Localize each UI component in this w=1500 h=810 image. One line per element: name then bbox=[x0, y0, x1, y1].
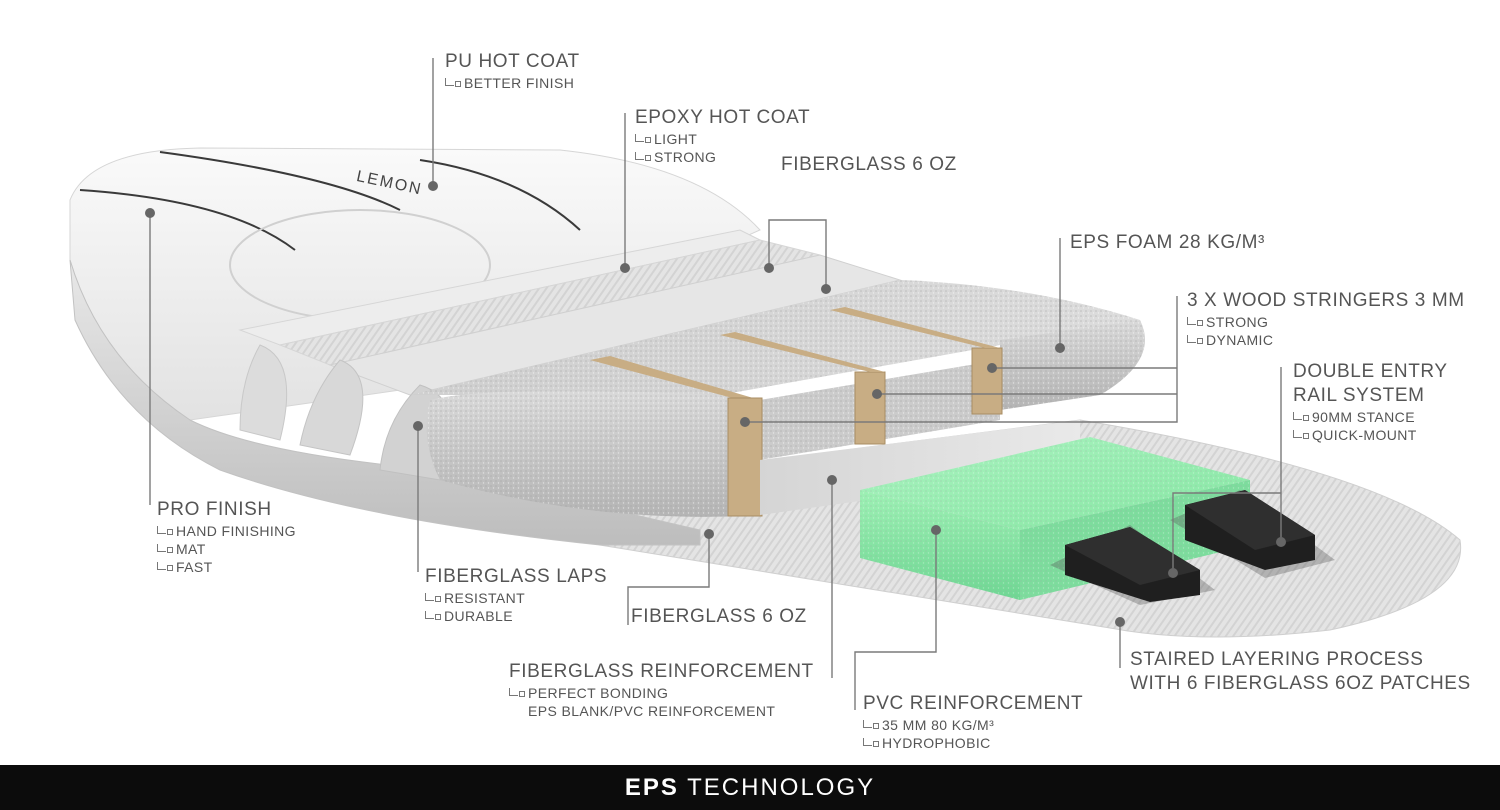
label-sub: 90MM STANCE bbox=[1293, 408, 1448, 426]
wood-stringer bbox=[590, 356, 760, 400]
label-sub: EPS BLANK/PVC REINFORCEMENT bbox=[528, 703, 776, 719]
wood-stringer bbox=[720, 332, 885, 372]
layer-lap bbox=[239, 344, 288, 441]
dot-fiberglass-laps bbox=[413, 421, 423, 431]
dot-wood-stringer-b bbox=[872, 389, 882, 399]
leader-pvc-reinforcement bbox=[854, 530, 937, 710]
leader-wood-stringers bbox=[745, 296, 1178, 423]
label-fiberglass-reinforcement: FIBERGLASS REINFORCEMENT PERFECT BONDING… bbox=[509, 660, 814, 720]
label-sub: QUICK-MOUNT bbox=[1293, 426, 1448, 444]
footer-bold: EPS bbox=[624, 774, 679, 801]
leader-double-entry-b bbox=[1172, 492, 1281, 573]
label-pu-hot-coat: PU HOT COAT BETTER FINISH bbox=[445, 50, 580, 92]
label-title: PVC REINFORCEMENT bbox=[863, 693, 1084, 714]
label-sub: HYDROPHOBIC bbox=[863, 734, 1083, 752]
label-sub: LIGHT bbox=[635, 130, 810, 148]
dot-pvc-reinforcement bbox=[931, 525, 941, 535]
label-title: EPS FOAM 28 KG/M³ bbox=[1070, 232, 1265, 253]
board-rail bbox=[69, 259, 701, 546]
leader-lines bbox=[149, 58, 1282, 710]
dot-double-entry-a bbox=[1276, 537, 1286, 547]
wood-stringer bbox=[971, 347, 1003, 415]
dot-wood-stringer-c bbox=[987, 363, 997, 373]
footer-banner: EPS TECHNOLOGY bbox=[0, 765, 1500, 810]
label-title: DOUBLE ENTRY bbox=[1293, 361, 1448, 382]
rail-insert bbox=[1050, 525, 1215, 605]
dot-fiberglass-reinforcement bbox=[827, 475, 837, 485]
label-sub: RESISTANT bbox=[425, 589, 607, 607]
deck-line bbox=[79, 189, 296, 251]
label-sub: STRONG bbox=[635, 148, 810, 166]
deck-line bbox=[159, 151, 401, 211]
label-sub: FAST bbox=[157, 558, 296, 576]
dot-pro-finish bbox=[145, 208, 155, 218]
label-sub: BETTER FINISH bbox=[445, 74, 580, 92]
leader-dots bbox=[145, 181, 1286, 627]
dot-fiberglass-bottom bbox=[704, 529, 714, 539]
leader-fiberglass-top bbox=[768, 219, 827, 289]
dot-epoxy-hot-coat bbox=[620, 263, 630, 273]
dot-wood-stringer-a bbox=[740, 417, 750, 427]
layer-lap bbox=[299, 359, 364, 456]
label-eps-foam: EPS FOAM 28 KG/M³ bbox=[1070, 231, 1265, 255]
label-wood-stringers: 3 X WOOD STRINGERS 3 MM STRONG DYNAMIC bbox=[1187, 289, 1465, 349]
label-sub: 35 MM 80 KG/M³ bbox=[863, 716, 1083, 734]
dot-fiberglass-top-a bbox=[764, 263, 774, 273]
label-title: FIBERGLASS REINFORCEMENT bbox=[509, 661, 814, 682]
footer-rest: TECHNOLOGY bbox=[678, 774, 876, 801]
label-fiberglass-top: FIBERGLASS 6 OZ bbox=[781, 153, 957, 177]
dot-staired-layering bbox=[1115, 617, 1125, 627]
dot-fiberglass-top-b bbox=[821, 284, 831, 294]
label-fiberglass-bottom: FIBERGLASS 6 OZ bbox=[631, 605, 807, 629]
foam-front-grain bbox=[426, 391, 760, 517]
label-title: FIBERGLASS 6 OZ bbox=[631, 606, 807, 627]
dot-pu-hot-coat bbox=[428, 181, 438, 191]
label-double-entry: DOUBLE ENTRY RAIL SYSTEM 90MM STANCE QUI… bbox=[1293, 360, 1448, 444]
label-title: STAIRED LAYERING PROCESS bbox=[1130, 649, 1424, 670]
label-sub: DYNAMIC bbox=[1187, 331, 1465, 349]
label-sub: PERFECT BONDING bbox=[509, 684, 814, 702]
deck-line bbox=[419, 159, 581, 231]
label-sub: MAT bbox=[157, 540, 296, 558]
dot-double-entry-b bbox=[1168, 568, 1178, 578]
fiberglass-reinforcement-strip bbox=[760, 420, 1080, 515]
label-epoxy-hot-coat: EPOXY HOT COAT LIGHT STRONG bbox=[635, 106, 810, 166]
label-title: EPOXY HOT COAT bbox=[635, 107, 811, 128]
label-title: RAIL SYSTEM bbox=[1293, 385, 1425, 406]
foam-top-grain bbox=[410, 280, 1140, 395]
label-pvc-reinforcement: PVC REINFORCEMENT 35 MM 80 KG/M³ HYDROPH… bbox=[863, 692, 1083, 752]
foam-rear-grain bbox=[1000, 320, 1145, 410]
dot-eps-foam bbox=[1055, 343, 1065, 353]
label-sub: STRONG bbox=[1187, 313, 1465, 331]
leader-fiberglass-bottom bbox=[627, 534, 710, 625]
label-title: FIBERGLASS 6 OZ bbox=[781, 154, 957, 175]
wood-stringer bbox=[727, 397, 763, 517]
label-sub: DURABLE bbox=[425, 607, 607, 625]
label-staired-layering: STAIRED LAYERING PROCESS WITH 6 FIBERGLA… bbox=[1130, 648, 1471, 696]
board-illustration: LEMON bbox=[69, 58, 1462, 710]
wood-stringer bbox=[854, 371, 886, 445]
label-title: 3 X WOOD STRINGERS 3 MM bbox=[1187, 290, 1465, 311]
wood-stringer bbox=[830, 307, 1000, 348]
label-sub: HAND FINISHING bbox=[157, 522, 296, 540]
label-title: WITH 6 FIBERGLASS 6OZ PATCHES bbox=[1130, 673, 1471, 694]
label-title: PRO FINISH bbox=[157, 499, 272, 520]
label-title: FIBERGLASS LAPS bbox=[425, 566, 608, 587]
label-fiberglass-laps: FIBERGLASS LAPS RESISTANT DURABLE bbox=[425, 565, 607, 625]
label-pro-finish: PRO FINISH HAND FINISHING MAT FAST bbox=[157, 498, 296, 576]
label-title: PU HOT COAT bbox=[445, 51, 580, 72]
rail-insert bbox=[1170, 490, 1335, 578]
